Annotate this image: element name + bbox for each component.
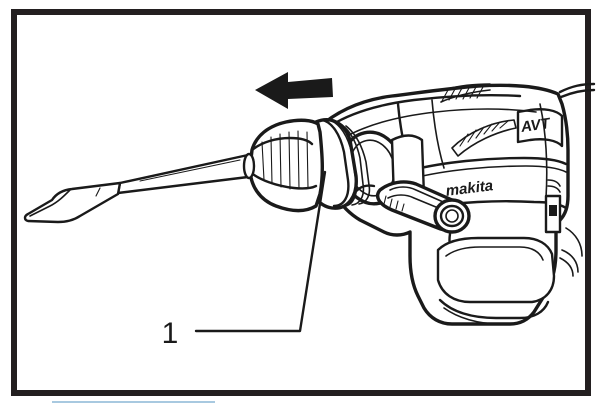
bit-shaft	[116, 152, 256, 195]
makita-logo-text: makita	[445, 177, 494, 200]
rear-handle	[436, 179, 583, 325]
direction-arrow	[255, 72, 333, 109]
avt-logo: AVT	[519, 115, 553, 136]
chisel-bit	[23, 181, 122, 224]
callout-1-leader	[194, 170, 327, 333]
makita-logo: makita	[445, 177, 494, 200]
avt-badge-panel	[516, 108, 564, 148]
callout-1-label: 1	[162, 317, 179, 350]
chuck-sleeve	[248, 118, 324, 213]
vent-louvers-main	[451, 119, 517, 157]
avt-logo-text: AVT	[519, 115, 553, 136]
accent-rule	[52, 401, 215, 403]
side-handle	[350, 180, 471, 266]
vent-louvers-top	[440, 83, 491, 103]
power-cord	[558, 82, 596, 99]
